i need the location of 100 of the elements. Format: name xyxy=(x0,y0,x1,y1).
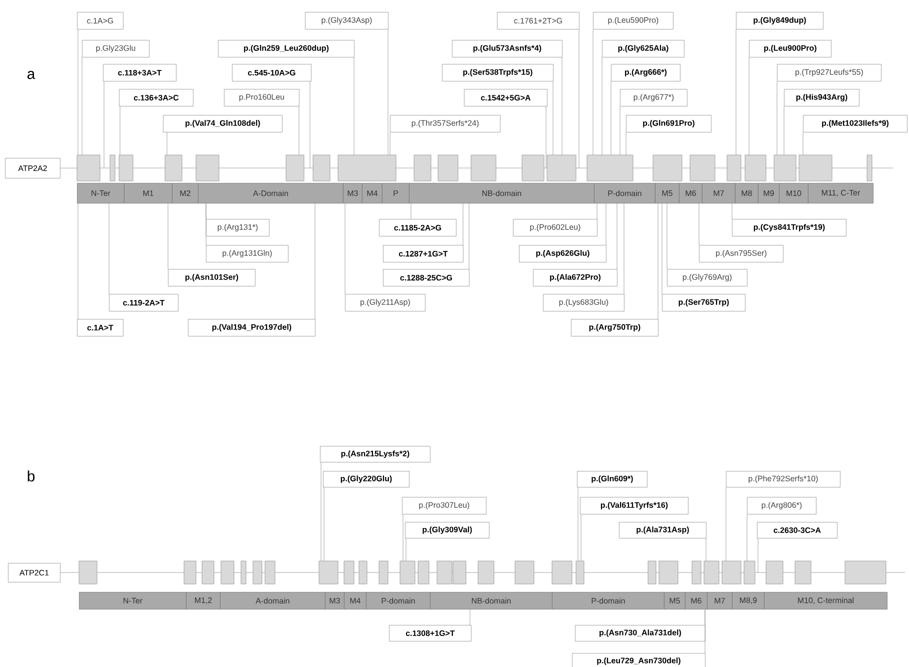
leader-line xyxy=(776,81,778,156)
exon-box xyxy=(576,560,584,584)
gene-backbone-line xyxy=(678,572,692,573)
exon-box xyxy=(774,154,796,182)
exon-box xyxy=(692,560,702,584)
exon-box xyxy=(344,560,354,584)
exon-box xyxy=(414,154,432,182)
exon-box xyxy=(470,154,496,182)
exon-box xyxy=(286,154,304,182)
leader-line xyxy=(580,514,582,562)
leader-line xyxy=(596,203,598,220)
leader-line xyxy=(320,462,322,562)
leader-line xyxy=(166,132,168,156)
exon-box xyxy=(478,560,494,584)
exon-box xyxy=(438,154,458,182)
exon-box xyxy=(312,154,330,182)
exon-box xyxy=(586,154,634,182)
gene-backbone-line xyxy=(354,572,360,573)
exon-box xyxy=(648,560,656,584)
exon-box xyxy=(866,154,872,182)
gene-backbone-line xyxy=(656,572,660,573)
gene-backbone-line xyxy=(534,572,552,573)
leader-line xyxy=(344,203,346,294)
exon-box xyxy=(522,154,544,182)
exon-box xyxy=(110,154,116,182)
gene-backbone-line xyxy=(214,572,222,573)
gene-backbone-line xyxy=(782,572,796,573)
exon-box xyxy=(552,560,572,584)
gene-backbone-line xyxy=(700,572,704,573)
exon-box xyxy=(318,560,338,584)
gene-backbone-line xyxy=(96,572,184,573)
gene-backbone-line xyxy=(60,572,80,573)
exon-box xyxy=(184,560,196,584)
exon-box xyxy=(798,154,832,182)
exon-box xyxy=(546,154,576,182)
exon-box xyxy=(400,560,416,584)
exon-box xyxy=(726,154,742,182)
leader-line xyxy=(578,29,580,168)
leader-line xyxy=(402,514,404,562)
exon-box xyxy=(704,560,720,584)
exon-box xyxy=(418,560,430,584)
gene-backbone-line xyxy=(234,572,242,573)
panel-letter: a xyxy=(28,70,36,80)
leader-line xyxy=(802,132,804,156)
exon-box xyxy=(164,154,182,182)
exon-box xyxy=(338,154,396,182)
gene-backbone-line xyxy=(246,572,254,573)
exon-box xyxy=(436,560,452,584)
gene-backbone-line xyxy=(414,572,418,573)
exon-box xyxy=(240,560,246,584)
exon-box xyxy=(118,154,134,182)
gene-backbone-line xyxy=(338,572,344,573)
exon-box xyxy=(744,154,766,182)
gene-backbone-line xyxy=(810,572,846,573)
leader-line xyxy=(746,514,748,562)
exon-box xyxy=(252,560,262,584)
gene-backbone-line xyxy=(572,572,576,573)
exon-box xyxy=(202,560,214,584)
leader-line xyxy=(592,29,594,156)
leader-line xyxy=(108,203,110,294)
exon-box xyxy=(690,154,716,182)
gene-backbone-line xyxy=(428,572,438,573)
leader-line xyxy=(616,203,618,270)
panel-letter: b xyxy=(28,470,35,482)
leader-line xyxy=(410,203,412,220)
gene-backbone-line xyxy=(494,572,516,573)
leader-line xyxy=(704,609,706,654)
exon-box xyxy=(220,560,234,584)
leader-line xyxy=(468,203,470,270)
exon-box xyxy=(264,560,276,584)
leader-line xyxy=(462,203,464,246)
gene-backbone-line xyxy=(262,572,266,573)
leader-line xyxy=(314,203,316,320)
leader-line xyxy=(298,106,300,156)
exon-box xyxy=(658,560,678,584)
gene-backbone-line xyxy=(886,572,906,573)
exon-box xyxy=(722,560,742,584)
exon-box xyxy=(744,560,756,584)
gene-backbone-line xyxy=(274,572,320,573)
leader-line xyxy=(698,203,700,246)
leader-line xyxy=(552,81,554,156)
gene-backbone-line xyxy=(366,572,380,573)
exon-box xyxy=(78,560,98,584)
gene-backbone-line xyxy=(196,572,202,573)
exon-box xyxy=(358,560,368,584)
exon-box xyxy=(652,154,682,182)
exon-box xyxy=(452,560,466,584)
exon-box xyxy=(794,560,812,584)
exon-box xyxy=(766,560,784,584)
exon-box xyxy=(844,560,886,584)
gene-backbone-line xyxy=(388,572,400,573)
exon-box xyxy=(76,154,100,182)
leader-line xyxy=(610,81,612,156)
leader-line xyxy=(748,57,750,156)
gene-backbone-line xyxy=(740,572,744,573)
exon-box xyxy=(514,560,534,584)
gene-backbone-line xyxy=(584,572,648,573)
gene-backbone-line xyxy=(718,572,722,573)
exon-box xyxy=(196,154,220,182)
leader-line xyxy=(666,203,668,270)
